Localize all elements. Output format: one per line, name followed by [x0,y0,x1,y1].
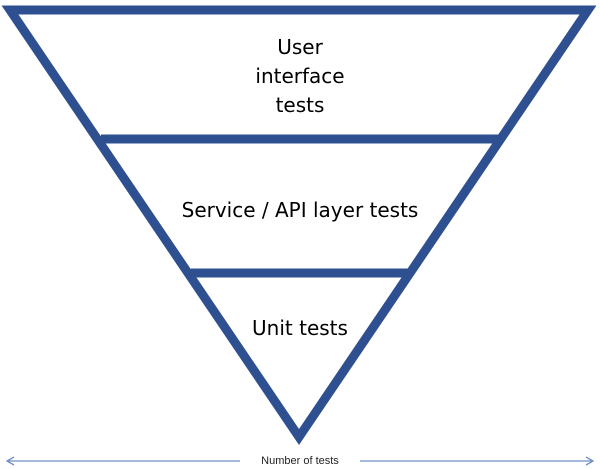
tier-ui-tests-line-3: tests [275,93,325,117]
tier-ui-tests: User interface tests [200,33,400,120]
tier-service-api-tests: Service / API layer tests [181,198,419,222]
axis-arrow-right-head [585,456,595,466]
axis-label-number-of-tests: Number of tests [240,454,360,468]
pyramid-outline [1,5,597,446]
axis-arrow-left-head [5,456,15,466]
tier-ui-tests-line-2: interface [255,64,345,88]
tier-ui-tests-line-1: User [277,35,323,59]
tier-unit-tests: Unit tests [252,316,348,340]
